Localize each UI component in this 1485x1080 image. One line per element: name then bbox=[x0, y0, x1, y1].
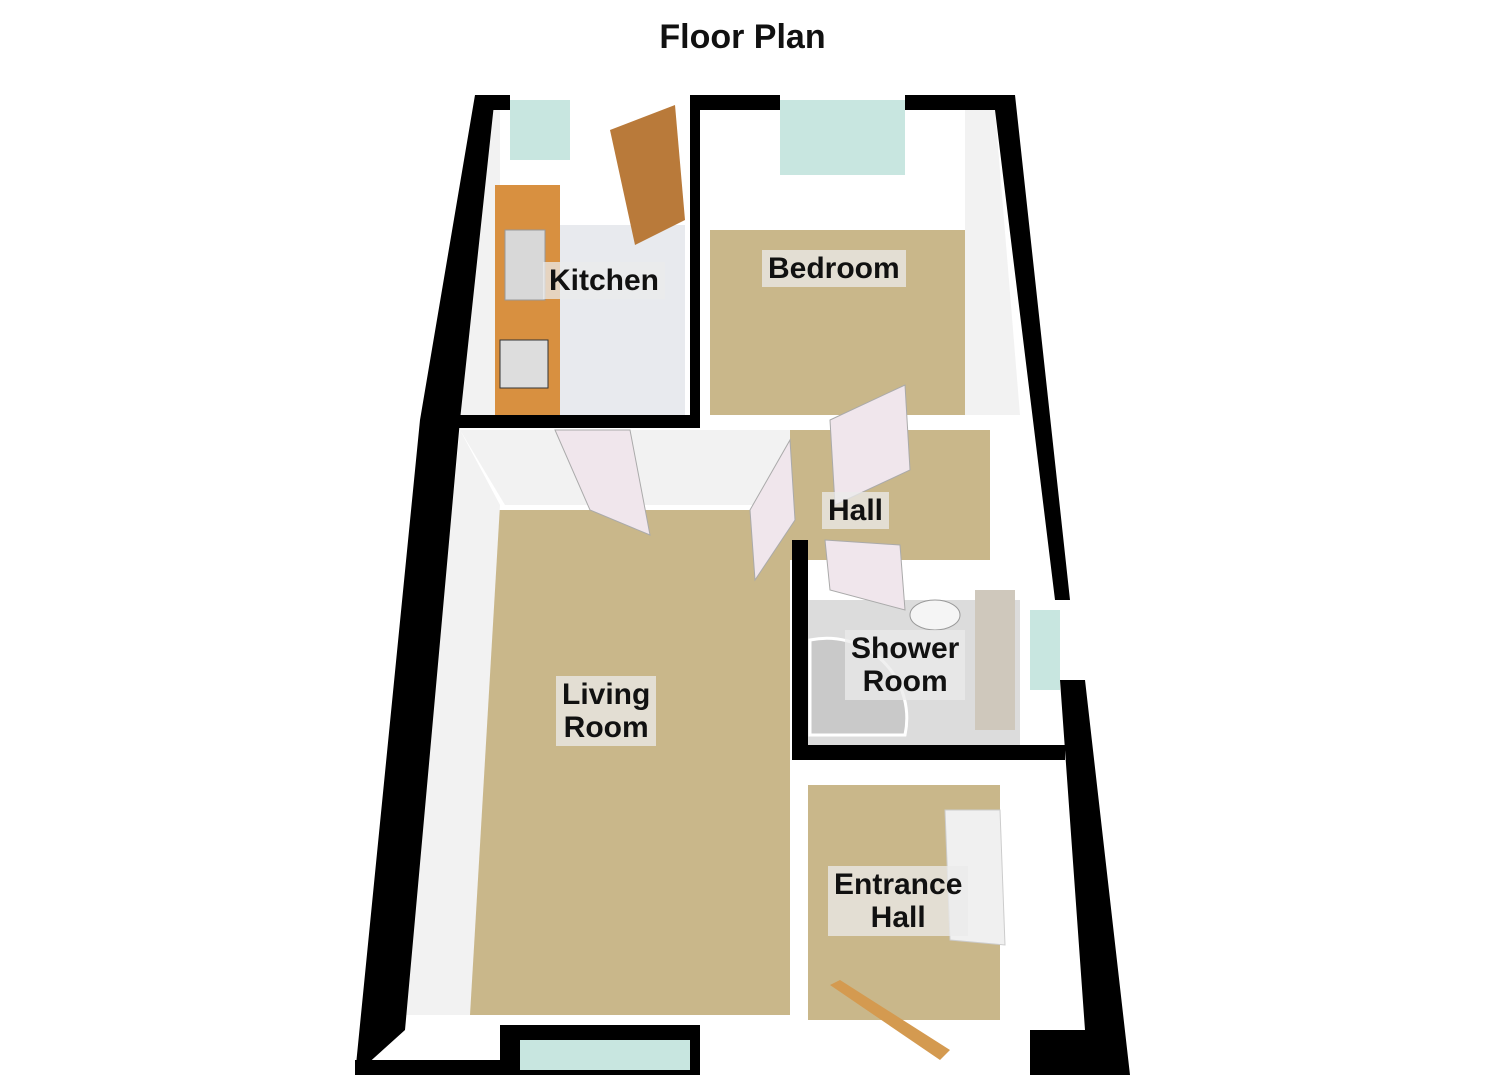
shower-window bbox=[1030, 610, 1060, 690]
shower-room-line1: Shower bbox=[851, 632, 960, 665]
living-kitchen-door bbox=[554, 429, 651, 536]
kitchen-wall-face bbox=[460, 105, 500, 415]
toilet bbox=[909, 599, 961, 631]
kitchen-window bbox=[510, 100, 570, 160]
outer-wall-left bbox=[355, 95, 495, 1075]
outer-wall-top-bedroom bbox=[690, 95, 780, 415]
room-label-hall: Hall bbox=[822, 492, 890, 529]
living-window bbox=[520, 1040, 690, 1070]
room-label-bedroom: Bedroom bbox=[762, 250, 906, 287]
shower-room-line2: Room bbox=[862, 665, 948, 698]
entrance-hall-line2: Hall bbox=[870, 901, 926, 934]
page-title: Floor Plan bbox=[659, 18, 826, 56]
room-label-living-room: Living Room bbox=[556, 676, 657, 746]
room-label-shower-room: Shower Room bbox=[845, 630, 966, 700]
bedroom-wall-face-right bbox=[965, 110, 1020, 415]
bedroom-door bbox=[829, 384, 911, 506]
kitchen-floor bbox=[555, 225, 685, 415]
bedroom-window bbox=[780, 100, 905, 175]
living-room-line1: Living bbox=[562, 678, 651, 711]
kitchen-sink bbox=[504, 229, 546, 301]
outer-wall-right-lower bbox=[1030, 680, 1130, 1075]
inner-wall-shower-bottom bbox=[808, 745, 1065, 760]
inner-wall-shower-left bbox=[792, 540, 808, 760]
living-room-line2: Room bbox=[563, 711, 649, 744]
hall-living-door bbox=[749, 438, 796, 582]
room-label-entrance-hall: Entrance Hall bbox=[828, 866, 969, 936]
kitchen-hob bbox=[499, 339, 549, 389]
vanity-unit bbox=[975, 590, 1015, 730]
outer-wall-top-kitchen bbox=[475, 95, 510, 110]
living-wall-face-left bbox=[400, 430, 500, 1015]
room-label-kitchen: Kitchen bbox=[543, 262, 666, 299]
kitchen-back-door bbox=[610, 105, 685, 245]
shower-door bbox=[824, 539, 906, 611]
front-door bbox=[830, 980, 950, 1060]
outer-wall-top-bedroom-right bbox=[905, 95, 1070, 600]
entrance-hall-line1: Entrance bbox=[834, 868, 963, 901]
inner-wall-kitchen-living bbox=[455, 415, 700, 428]
living-room-floor bbox=[470, 510, 790, 1015]
